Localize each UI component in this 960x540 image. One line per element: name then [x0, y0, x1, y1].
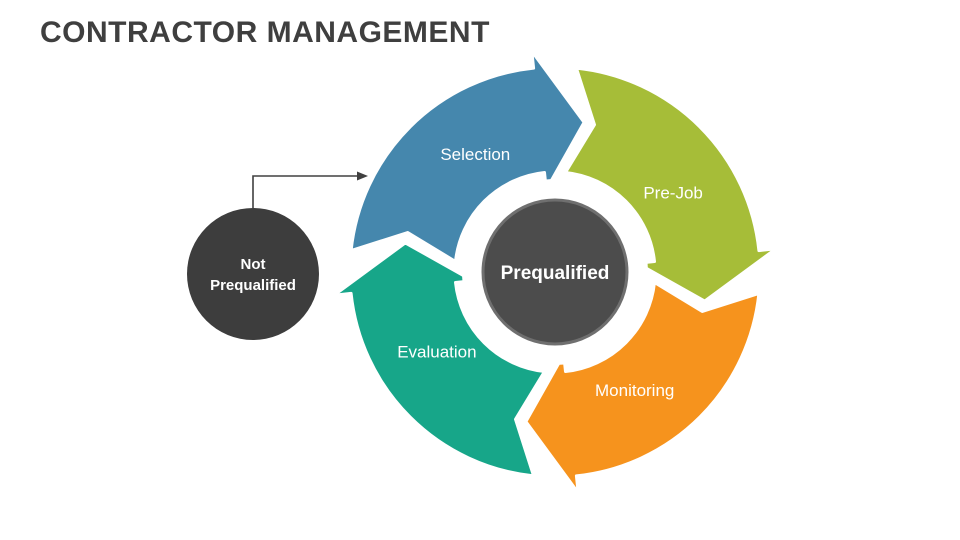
segment-selection [349, 49, 586, 263]
prequalified-label: Prequalified [501, 263, 610, 284]
not-prequalified-circle [187, 208, 319, 340]
page-title: CONTRACTOR MANAGEMENT [40, 16, 490, 49]
segment-monitoring [524, 281, 761, 495]
segment-label-monitoring: Monitoring [595, 381, 674, 400]
segment-label-pre-job: Pre-Job [643, 183, 703, 202]
segment-label-selection: Selection [440, 145, 510, 164]
segment-evaluation [332, 241, 546, 478]
segment-label-evaluation: Evaluation [397, 343, 476, 362]
prequalified-circle [481, 198, 629, 346]
segment-pre-job [564, 66, 778, 303]
connector-line [252, 175, 358, 208]
not-prequalified-node: Not Prequalified [187, 208, 319, 340]
not-prequalified-label-line2: Prequalified [210, 277, 296, 294]
connector-arrow [252, 171, 368, 208]
connector-arrowhead-icon [357, 171, 368, 181]
not-prequalified-label-line1: Not [241, 256, 266, 273]
